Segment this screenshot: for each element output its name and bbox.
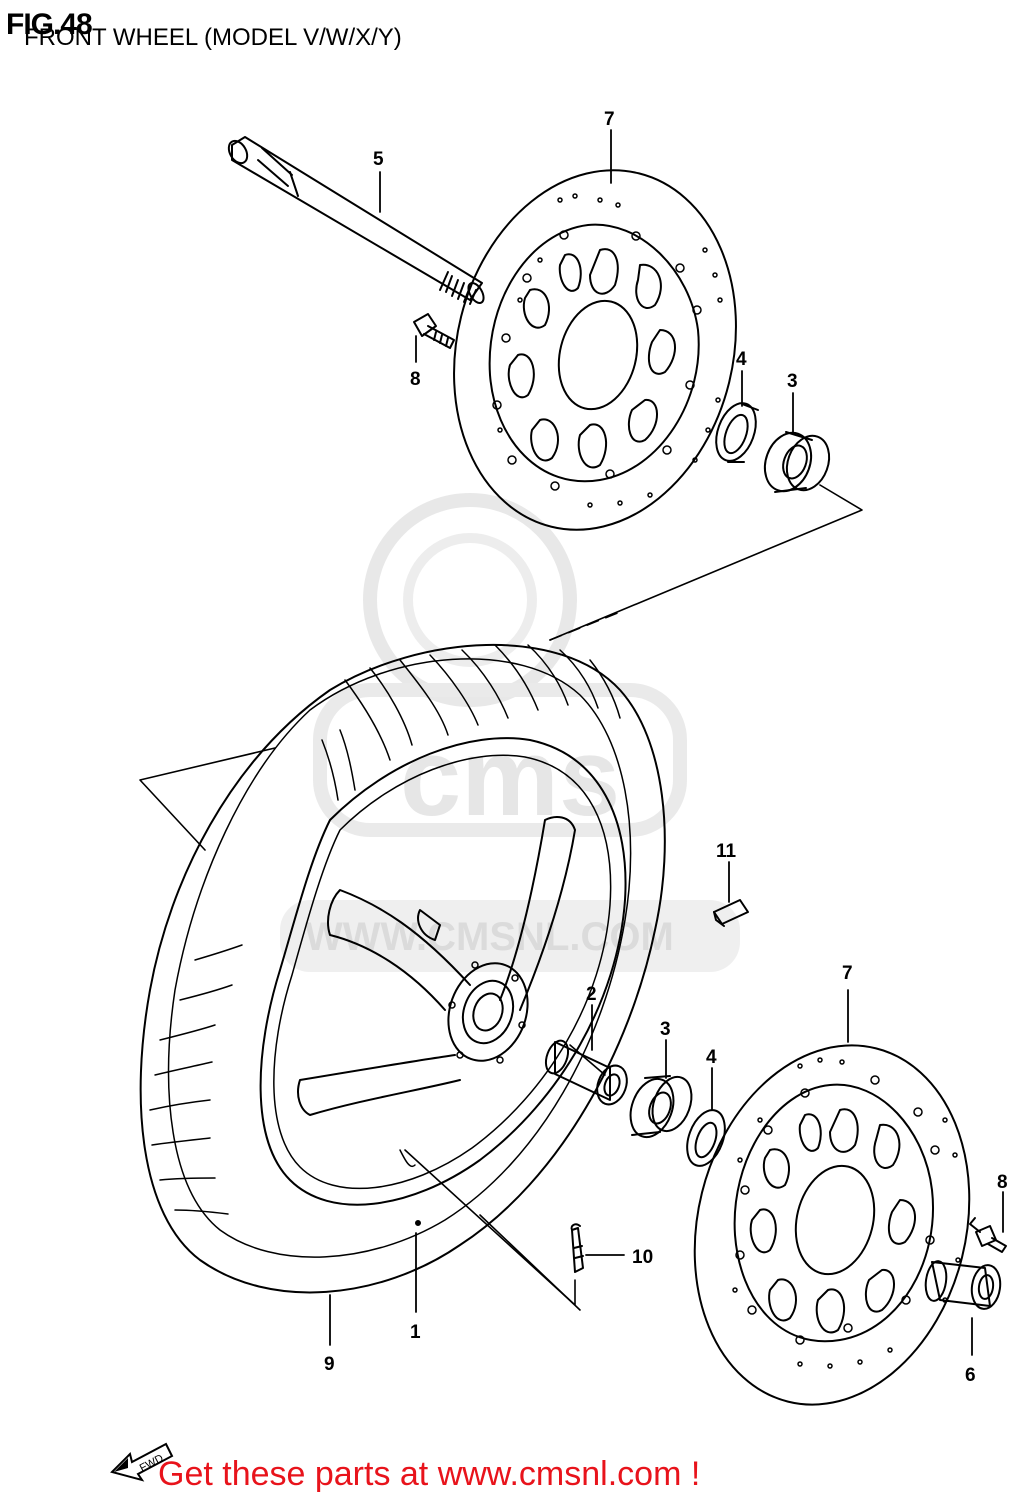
- seal-part-4-upper: [715, 402, 759, 463]
- callout-6: 6: [965, 1365, 976, 1386]
- callout-7-lower: 7: [842, 963, 853, 984]
- brake-disc-part-7-lower: [693, 1044, 971, 1406]
- wheel-rim-part-1: [259, 737, 627, 1226]
- callout-3-upper: 3: [787, 371, 798, 392]
- leader-lines: [329, 129, 1004, 1356]
- figure-subtitle: FRONT WHEEL (MODEL V/W/X/Y): [24, 24, 402, 51]
- brake-disc-part-7-upper: [453, 169, 737, 531]
- callout-7-upper: 7: [604, 109, 615, 130]
- footer-link-text[interactable]: Get these parts at www.cmsnl.com !: [158, 1455, 701, 1493]
- fwd-arrow-icon: FWD: [110, 1442, 174, 1482]
- bearing-part-3-upper: [763, 431, 831, 493]
- seal-part-4-lower: [686, 1109, 726, 1167]
- watermark-logo-text: cms: [400, 716, 620, 839]
- callout-1: 1: [410, 1322, 421, 1343]
- cmsnl-watermark: cms WWW.CMSNL.COM: [280, 493, 740, 972]
- bolt-part-8-lower: [969, 1217, 1007, 1253]
- assembly-lines: [139, 484, 863, 1311]
- callout-9: 9: [324, 1354, 335, 1375]
- callout-3-lower: 3: [660, 1019, 671, 1040]
- bolt-part-8-upper: [413, 313, 455, 349]
- callout-10: 10: [632, 1247, 653, 1268]
- bearing-part-3-lower: [629, 1075, 693, 1139]
- callout-8-lower: 8: [997, 1172, 1008, 1193]
- callout-2: 2: [586, 984, 597, 1005]
- tire-part-9: [139, 643, 666, 1294]
- axle-part-5: [227, 136, 485, 305]
- callout-8-upper: 8: [410, 369, 421, 390]
- callout-numbers: 5 7 8 4 3 11 7 2 3 4 8 10 1 9 6: [324, 109, 1008, 1386]
- valve-part-10: [570, 1223, 584, 1273]
- collar-part-6: [924, 1260, 1002, 1310]
- callout-11: 11: [716, 841, 737, 862]
- spacer-part-2: [544, 1039, 628, 1106]
- balance-weight-part-11: [713, 899, 749, 927]
- callout-5: 5: [373, 149, 384, 170]
- callout-4-upper: 4: [736, 349, 747, 370]
- figure-title: FIG.48: [6, 8, 93, 41]
- watermark-url-text: WWW.CMSNL.COM: [305, 915, 674, 959]
- callout-4-lower: 4: [706, 1047, 717, 1068]
